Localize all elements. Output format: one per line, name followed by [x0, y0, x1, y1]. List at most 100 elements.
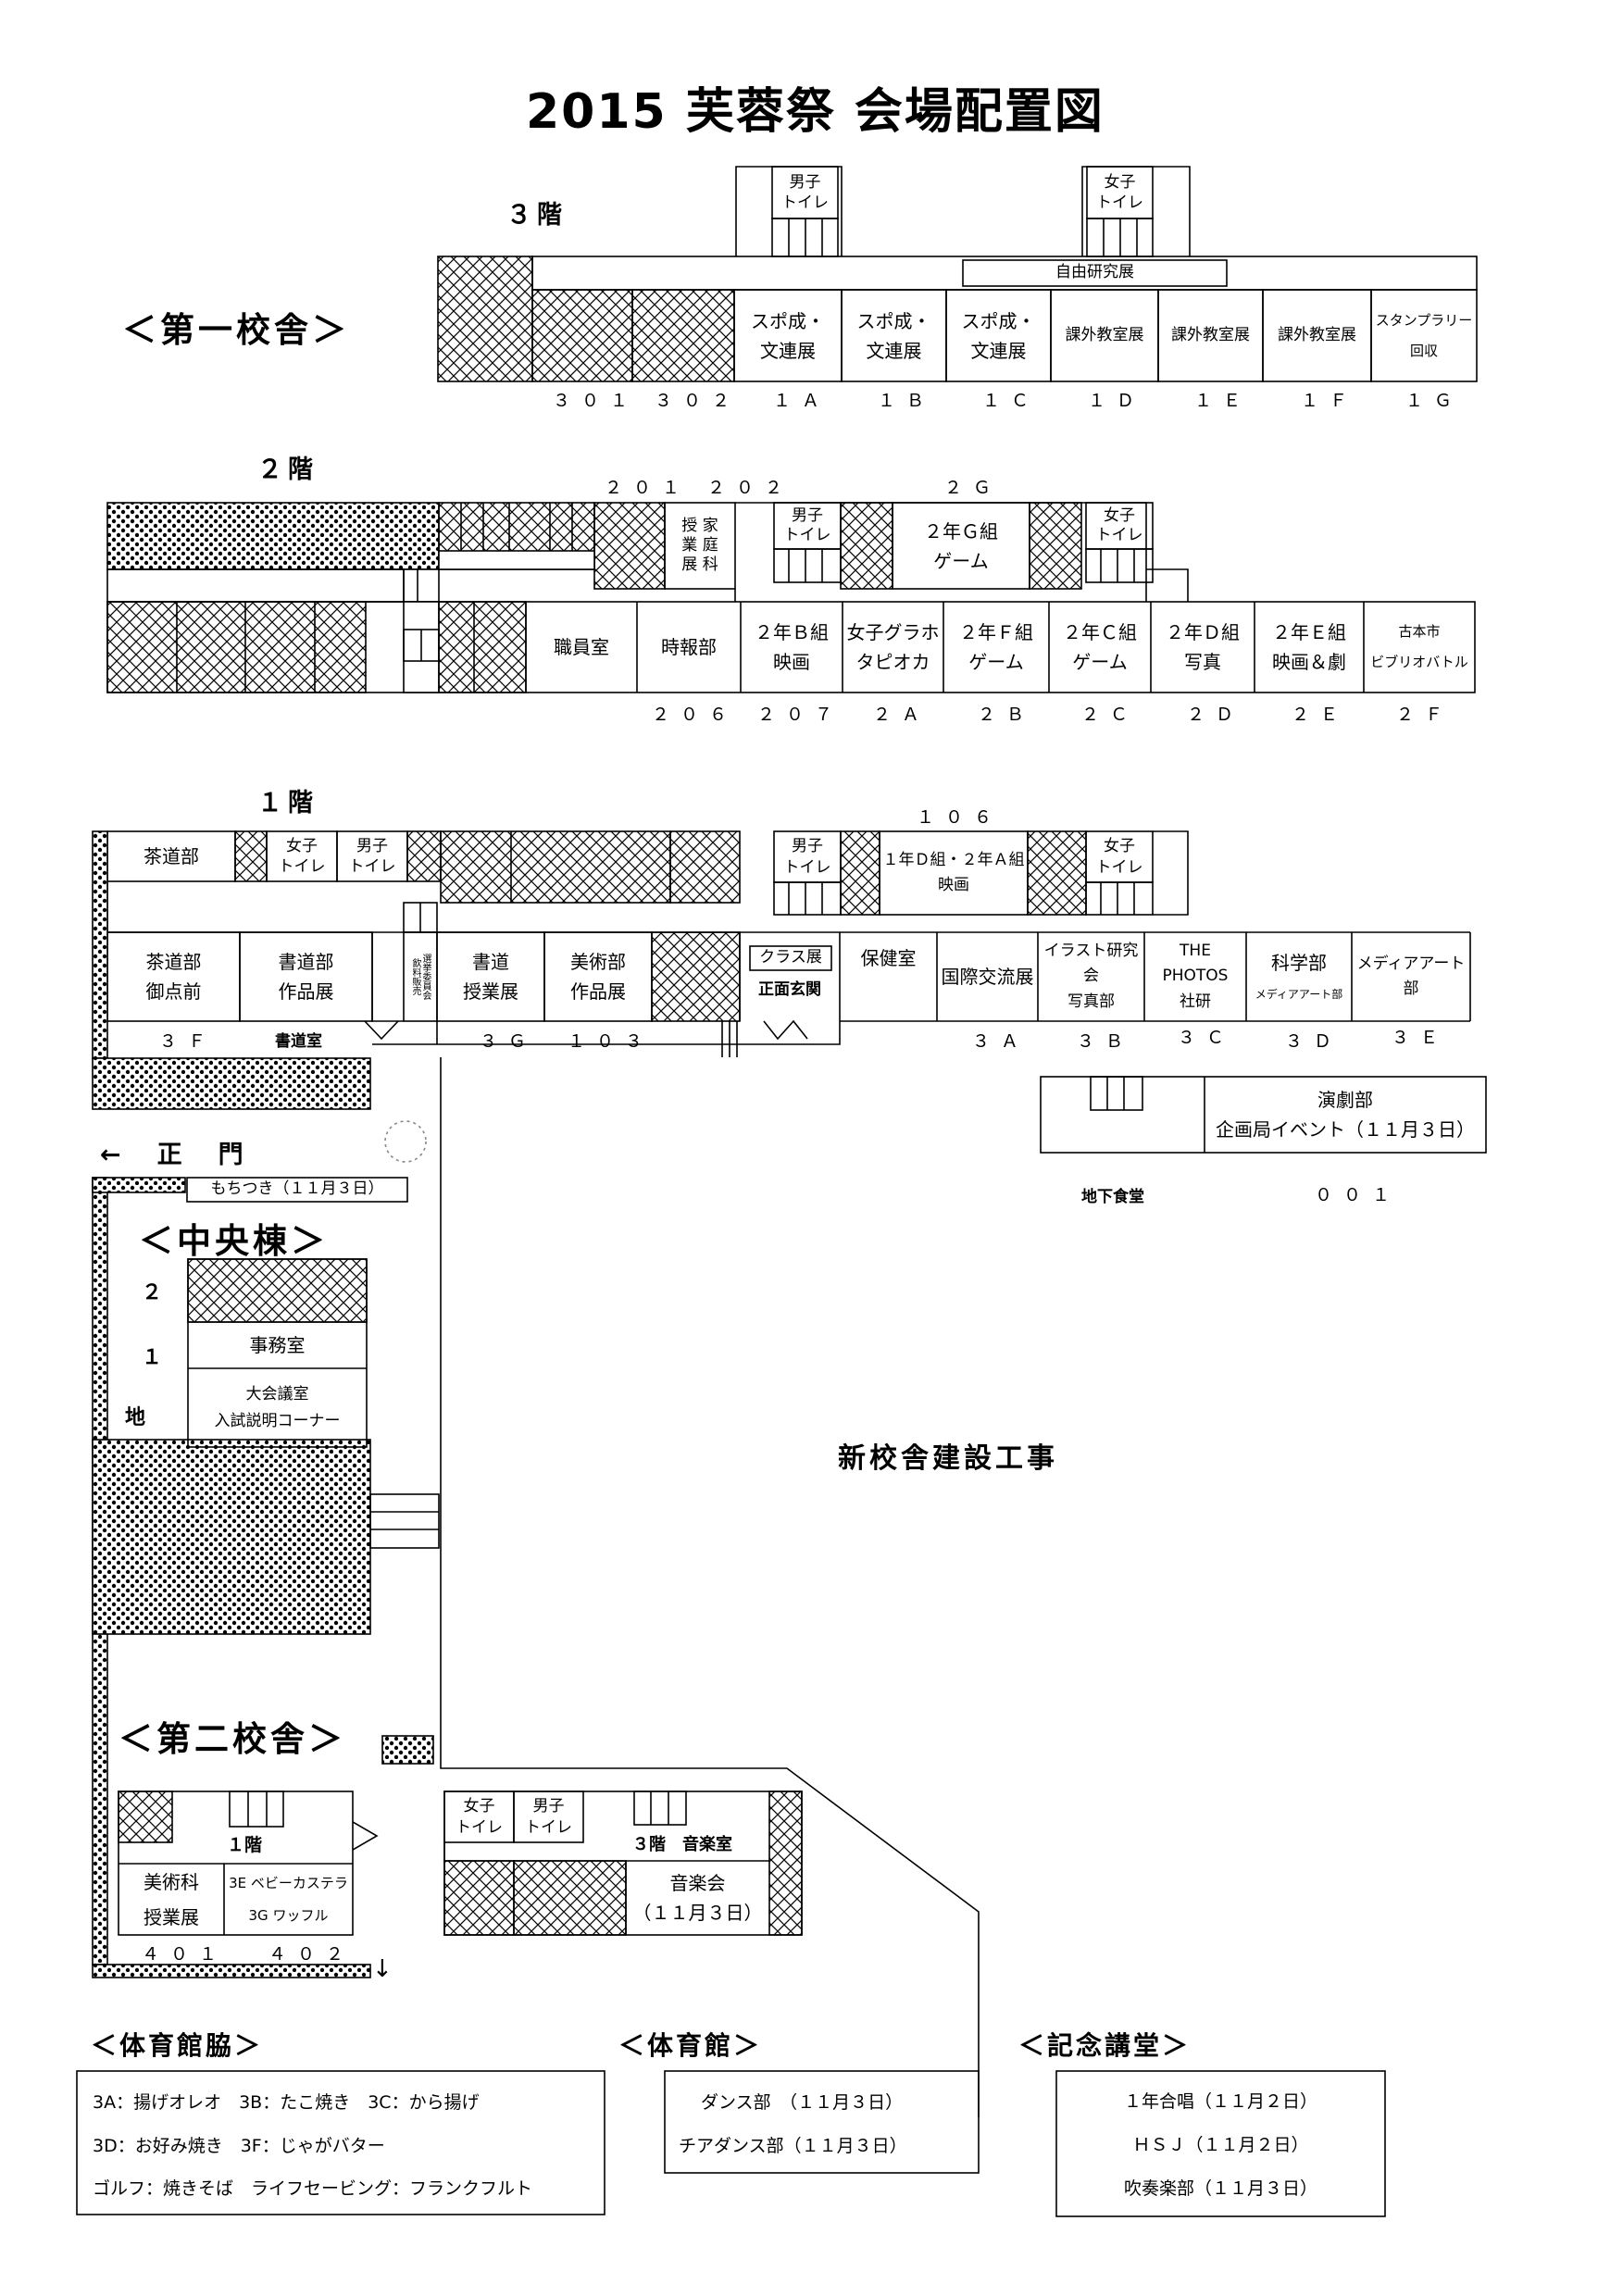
f1-kokusai: 国際交流展	[941, 966, 1034, 988]
central-level-b: 地	[125, 1406, 146, 1429]
f2-num-206: ２０６	[652, 705, 739, 725]
f2-girls-toilet: 女子 トイレ	[1095, 505, 1143, 544]
f2-room-biblio: 古本市 ビブリオバトル	[1370, 623, 1468, 670]
f2-num-2f: ２Ｆ	[1396, 705, 1454, 725]
f3-girls-toilet: 女子 トイレ	[1096, 172, 1143, 212]
f3-room-1f: 課外教室展	[1278, 325, 1356, 344]
f1-num-3b: ３Ｂ	[1077, 1031, 1135, 1052]
f2-num-2a: ２Ａ	[873, 705, 931, 725]
f1-boys-toilet-a: 男子 トイレ	[348, 836, 396, 876]
mochitsuki-label: もちつき（１１月３日）	[210, 1179, 384, 1199]
hall-line-2: ＨＳＪ（１１月２日）	[1132, 2134, 1309, 2155]
f2-game-g: ２年Ｇ組 ゲーム	[924, 519, 998, 572]
f2-jiho: 時報部	[661, 636, 717, 658]
second-num-402: ４０２	[268, 1944, 356, 1965]
f1-senkyo: 選挙委員会 飲料販売	[410, 954, 431, 1000]
f2-room-2e: ２年Ｄ組 写真	[1166, 621, 1240, 673]
f1-boys-toilet-b: 男子 トイレ	[783, 837, 831, 877]
f1-shodo-jugyo: 書道 授業展	[463, 951, 518, 1003]
f1-photos: THE PHOTOS 社研	[1162, 942, 1229, 1011]
f2-num-2b: ２Ｂ	[978, 705, 1036, 725]
f3-num-1e: １Ｅ	[1194, 391, 1253, 411]
f3-num-1c: １Ｃ	[982, 391, 1041, 411]
floor-1-heading: １階	[257, 789, 318, 817]
second-boys-toilet: 男子 トイレ	[525, 1797, 572, 1837]
second-bijutsuka: 美術科 授業展	[144, 1870, 199, 1928]
second-arrow: ↓	[372, 1955, 393, 1983]
building-first: ＜第一校舎＞	[122, 310, 350, 350]
f3-num-302: ３０２	[655, 391, 742, 411]
f1-num-3f: ３Ｆ	[159, 1031, 218, 1052]
f3-num-1g: １Ｇ	[1405, 391, 1464, 411]
f2-room-2c: ２年Ｆ組 ゲーム	[959, 621, 1033, 673]
f3-room-1a: スポ成・ 文連展	[751, 309, 825, 362]
second-3f-music: ３階 音楽室	[632, 1835, 732, 1854]
floor-3-heading: ３階	[506, 201, 568, 230]
f1-num-3c: ３Ｃ	[1178, 1028, 1236, 1048]
f1-genkan: 正面玄関	[758, 980, 821, 1000]
f3-num-301: ３０１	[553, 391, 640, 411]
f3-num-1a: １Ａ	[773, 391, 831, 411]
f2-num-2g: ２Ｇ	[944, 478, 1003, 498]
f2-room-2d: ２年Ｃ組 ゲーム	[1063, 621, 1137, 673]
hall-line-1: １年合唱（１１月２日）	[1123, 2090, 1317, 2112]
hall-line-3: 吹奏楽部（１１月３日）	[1123, 2177, 1317, 2199]
f3-boys-toilet: 男子 トイレ	[781, 172, 829, 212]
f2-boys-toilet: 男子 トイレ	[783, 505, 831, 544]
gym-box	[664, 2070, 980, 2174]
f1-sado: 茶道部	[144, 845, 199, 867]
f1-hoken: 保健室	[860, 947, 917, 969]
second-num-401: ４０１	[142, 1944, 229, 1965]
f3-room-1g: スタンプラリー 回収	[1375, 311, 1473, 359]
gym-title: ＜体育館＞	[618, 2030, 763, 2061]
floor-2-heading: ２階	[257, 455, 318, 484]
gym-line-1: ダンス部 （１１月３日）	[701, 2092, 904, 2113]
gym-side-line-3: ゴルフ：焼きそば ライフセービング：フランクフルト	[93, 2178, 533, 2199]
building-second: ＜第二校舎＞	[119, 1719, 346, 1759]
f1-outer-line	[372, 1020, 1470, 1045]
f2-staff-room: 職員室	[554, 636, 609, 658]
f1-class-ten: クラス展	[759, 948, 822, 967]
f3-hatch-a	[437, 256, 533, 382]
basement-cafeteria: 地下食堂	[1081, 1188, 1144, 1206]
f3-num-1d: １Ｄ	[1088, 391, 1146, 411]
f2-room-2f: ２年Ｅ組 映画＆劇	[1272, 621, 1346, 673]
f3-hatch-b	[531, 289, 633, 382]
building-central: ＜中央棟＞	[139, 1221, 329, 1261]
f1-media-art: メディアアート部	[1356, 954, 1466, 998]
f2-num-2c: ２Ｃ	[1081, 705, 1140, 725]
f1-girls-toilet-b: 女子 トイレ	[1095, 837, 1143, 877]
free-research-box	[962, 259, 1228, 287]
basement-num-001: ００１	[1315, 1185, 1402, 1205]
gym-side-line-2: 3D：お好み焼き 3F：じゃがバター	[93, 2136, 385, 2156]
f2-num-2e: ２Ｅ	[1292, 705, 1350, 725]
main-gate: ← 正 門	[100, 1141, 249, 1169]
hall-box	[1055, 2070, 1386, 2217]
construction-label: 新校舎建設工事	[838, 1442, 1058, 1475]
f1-kagaku: 科学部	[1271, 952, 1327, 974]
f1-girls-toilet-a: 女子 トイレ	[278, 836, 326, 876]
gym-side-box	[76, 2070, 606, 2215]
f1-kagaku-sub: メディアアート部	[1255, 988, 1343, 1002]
central-level-1: １	[142, 1346, 163, 1369]
f3-room-1b: スポ成・ 文連展	[856, 309, 931, 362]
hall-title: ＜記念講堂＞	[1018, 2030, 1192, 2061]
gym-side-title: ＜体育館脇＞	[91, 2030, 264, 2061]
f2-katei: 授 家 業 庭 展 科	[681, 516, 718, 575]
f3-room-1e: 課外教室展	[1171, 325, 1250, 344]
f2-num-201-202: ２０１ ２０２	[605, 478, 794, 498]
f1-movie-1d2a: １年Ｄ組・２年Ａ組 映画	[882, 850, 1025, 894]
gym-side-line-1: 3A：揚げオレオ 3B：たこ焼き 3C：から揚げ	[93, 2092, 480, 2113]
f1-num-3d: ３Ｄ	[1285, 1031, 1343, 1052]
f3-num-1b: １Ｂ	[878, 391, 936, 411]
free-research-label: 自由研究展	[1055, 263, 1134, 282]
f1-num-106: １０６	[917, 807, 1004, 828]
central-jimu: 事務室	[249, 1334, 306, 1356]
f2-room-2b: 女子グラホ タピオカ	[846, 621, 940, 673]
f2-room-2a: ２年Ｂ組 映画	[755, 621, 829, 673]
f3-num-1f: １Ｆ	[1301, 391, 1359, 411]
second-concert: 音楽会 （１１月３日）	[632, 1872, 763, 1924]
f1-illust: イラスト研究会 写真部	[1043, 942, 1139, 1011]
page-title: 2015 芙蓉祭 会場配置図	[526, 84, 1105, 140]
